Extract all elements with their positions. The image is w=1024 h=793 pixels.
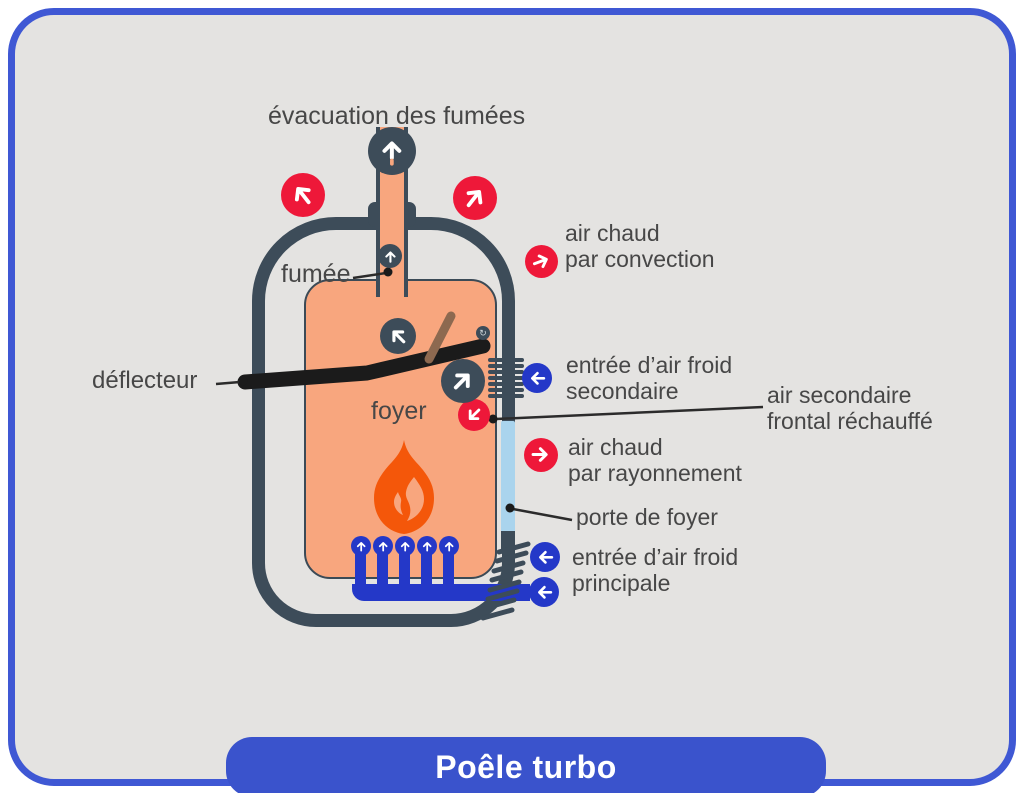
label-entree-air-froid-principale: entrée d’air froid principale bbox=[572, 544, 739, 597]
riser-air-arrow bbox=[417, 536, 437, 556]
label-line: air chaud bbox=[565, 220, 660, 246]
riser-air-arrow bbox=[439, 536, 459, 556]
label-line: principale bbox=[572, 569, 671, 596]
label-line: entrée d’air froid bbox=[566, 352, 733, 378]
air-riser-tube bbox=[421, 551, 432, 593]
hot-air-radiation-arrow bbox=[524, 438, 558, 472]
arrow-up-left-icon bbox=[290, 182, 317, 210]
deflector-pivot-icon: ↻ bbox=[476, 326, 490, 340]
label-line: entrée d’air froid bbox=[572, 544, 739, 570]
arrow-up-icon bbox=[422, 541, 432, 552]
label-porte-de-foyer: porte de foyer bbox=[576, 504, 718, 530]
page-title: Poêle turbo bbox=[435, 748, 617, 785]
arrow-down-left-icon bbox=[464, 404, 485, 424]
fin bbox=[488, 382, 524, 386]
riser-air-arrow bbox=[395, 536, 415, 556]
smoke-arrow-upper bbox=[380, 318, 416, 354]
label-line: air chaud bbox=[568, 434, 663, 460]
label-line: air secondaire bbox=[767, 382, 912, 408]
air-riser-tube bbox=[443, 551, 454, 593]
title-pill: Poêle turbo bbox=[226, 737, 826, 793]
label-air-chaud-rayonnement: air chaud par rayonnement bbox=[568, 434, 742, 487]
label-air-chaud-convection: air chaud par convection bbox=[565, 220, 715, 273]
arrow-up-icon bbox=[382, 141, 402, 166]
smoke-exhaust-arrow bbox=[368, 127, 416, 175]
smoke-arrow-lower bbox=[441, 359, 485, 403]
arrow-up-left-icon bbox=[387, 325, 410, 348]
cold-air-primary-arrow-bottom bbox=[529, 577, 559, 607]
label-fumee: fumée bbox=[281, 260, 351, 288]
secondary-air-reheated-arrow bbox=[458, 399, 490, 431]
label-line: par rayonnement bbox=[568, 459, 742, 486]
label-line: secondaire bbox=[566, 377, 679, 404]
riser-air-arrow bbox=[373, 536, 393, 556]
label-deflecteur: déflecteur bbox=[92, 367, 198, 394]
fin bbox=[488, 376, 524, 380]
secondary-air-fins bbox=[488, 358, 524, 400]
hot-air-convection-arrow bbox=[525, 245, 558, 278]
diagram-card: ↻ évacuation des fumées fumée déflecteur… bbox=[8, 8, 1016, 793]
hot-air-rising-left bbox=[281, 173, 325, 217]
riser-air-arrow bbox=[351, 536, 371, 556]
stove-door-handle-cap bbox=[501, 531, 515, 557]
arrow-up-icon bbox=[356, 541, 366, 552]
fin bbox=[488, 388, 524, 392]
arrow-up-icon bbox=[378, 541, 388, 552]
arrow-left-icon bbox=[530, 371, 545, 385]
arrow-left-icon bbox=[537, 585, 552, 599]
label-line: frontal réchauffé bbox=[767, 407, 933, 434]
fin bbox=[488, 358, 524, 362]
arrow-up-icon bbox=[400, 541, 410, 552]
air-riser-tube bbox=[355, 551, 366, 593]
arrow-right-up-icon bbox=[531, 252, 550, 271]
smoke-flue-arrow bbox=[378, 244, 402, 268]
fin bbox=[488, 394, 524, 398]
arrow-up-right-icon bbox=[448, 368, 476, 396]
stove-door-glass bbox=[501, 421, 515, 533]
label-air-secondaire-rechauffe: air secondaire frontal réchauffé bbox=[767, 382, 933, 435]
fin bbox=[488, 370, 524, 374]
cold-air-secondary-arrow bbox=[522, 363, 552, 393]
label-entree-air-froid-secondaire: entrée d’air froid secondaire bbox=[566, 352, 733, 405]
air-riser-tube bbox=[399, 551, 410, 593]
arrow-right-icon bbox=[532, 447, 549, 463]
fin bbox=[488, 364, 524, 368]
air-riser-tube bbox=[377, 551, 388, 593]
arrow-left-icon bbox=[538, 550, 553, 564]
arrow-up-icon bbox=[444, 541, 454, 552]
label-foyer: foyer bbox=[371, 397, 427, 425]
label-evacuation-fumees: évacuation des fumées bbox=[268, 102, 526, 130]
cold-air-primary-arrow-top bbox=[530, 542, 560, 572]
label-line: par convection bbox=[565, 245, 715, 272]
arrow-up-icon bbox=[384, 250, 396, 263]
arrow-up-right-icon bbox=[461, 185, 488, 213]
hot-air-rising-right bbox=[453, 176, 497, 220]
